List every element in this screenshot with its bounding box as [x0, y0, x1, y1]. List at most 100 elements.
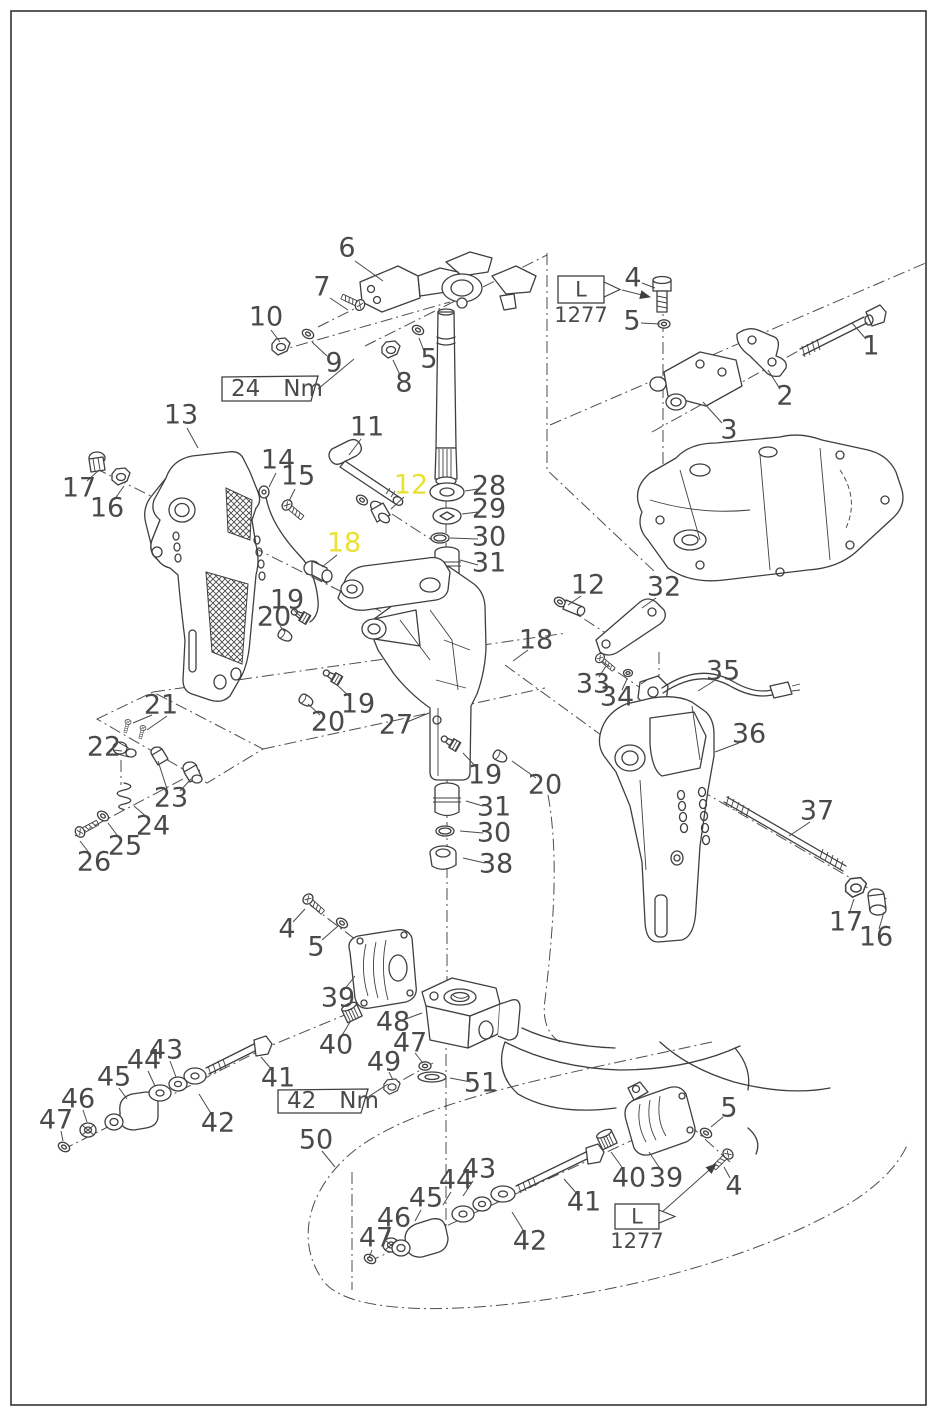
callout-leader	[465, 800, 484, 807]
callout-leader	[112, 749, 123, 752]
callout-leader	[462, 752, 478, 769]
callout-leader	[702, 401, 723, 424]
front-mount-axis	[56, 999, 363, 1155]
callout-leader	[851, 322, 867, 340]
callout-leader	[511, 1211, 526, 1234]
part-callout: 18	[327, 528, 361, 559]
part-callout: 23	[154, 783, 188, 814]
screw-4-rear	[709, 1146, 736, 1173]
callout-leader	[598, 665, 607, 678]
screw-4-front	[300, 891, 328, 918]
part-callout: 27	[379, 710, 413, 741]
callout-leader	[179, 778, 192, 792]
torque-callout: 24 Nm	[221, 358, 355, 402]
callout-leader	[641, 597, 657, 609]
callout-leader	[459, 559, 479, 566]
part-callout: 25	[108, 831, 142, 862]
callout-leader	[511, 760, 537, 779]
callout-leader	[640, 322, 661, 325]
nut-49	[383, 1078, 401, 1095]
part-callout: 40	[319, 1030, 353, 1061]
callout-leader	[788, 821, 811, 837]
part-callout: 21	[144, 690, 178, 721]
callout-leader	[118, 1087, 128, 1100]
part-callout: 39	[321, 983, 355, 1014]
mount-housing-rear	[624, 1081, 696, 1156]
part-callout: 51	[464, 1068, 498, 1099]
torque-callout: 42 Nm	[277, 1083, 389, 1114]
part-callout: 47	[39, 1105, 73, 1136]
callout-leader	[878, 911, 885, 930]
part-callout: 4	[624, 263, 641, 294]
callout-leader	[402, 1012, 423, 1021]
callout-leader	[270, 329, 281, 343]
torque-labels: 24 Nm 42 Nm	[221, 358, 389, 1114]
page-border	[10, 10, 927, 1406]
callout-leader	[767, 369, 781, 390]
washer-5-front	[334, 915, 350, 931]
part-callout: 19	[341, 689, 375, 720]
part-callout: 22	[87, 732, 121, 763]
part-callout: 19	[468, 760, 502, 791]
part-callout: 28	[472, 471, 506, 502]
callout-leader	[449, 1077, 472, 1083]
part-callout: 24	[136, 811, 170, 842]
callout-leader	[321, 925, 339, 941]
callout-leader	[462, 1180, 474, 1197]
callout-leader	[260, 1056, 273, 1071]
part-callout: 38	[479, 849, 513, 880]
callout-leader	[336, 684, 351, 698]
callout-leader	[79, 840, 91, 855]
part-callout: 47	[359, 1223, 393, 1254]
washer-5-rear	[698, 1125, 714, 1141]
mount-housing-front	[348, 929, 417, 1009]
callout-leader	[442, 1191, 452, 1206]
callout-leader	[388, 1071, 394, 1081]
callout-leader	[157, 760, 168, 790]
steering-arm-assembly	[359, 251, 537, 313]
pin-12-right	[552, 594, 586, 617]
callout-leader	[107, 822, 121, 840]
part-callout: 46	[377, 1203, 411, 1234]
part-callout: 4	[278, 914, 295, 945]
part-callout: 5	[720, 1093, 737, 1124]
part-callout: 5	[623, 306, 640, 337]
clip-wire	[747, 1127, 759, 1155]
part-callout: 1	[862, 331, 879, 362]
tilt-lever-11	[328, 438, 404, 506]
callout-leader	[343, 975, 356, 991]
part-callout: 46	[61, 1084, 95, 1115]
adhesive-code: 1277	[610, 1229, 663, 1253]
part-callout: 32	[647, 572, 681, 603]
part-callout: 42	[201, 1108, 235, 1139]
part-callout: 20	[257, 602, 291, 633]
part-callout: 40	[612, 1163, 646, 1194]
callout-leader	[648, 1151, 662, 1171]
part-callout: 18	[519, 625, 553, 656]
part-callout: 35	[706, 656, 740, 687]
callout-leader	[169, 1060, 177, 1078]
part-callout: 16	[859, 922, 893, 953]
part-callout: 11	[350, 412, 384, 443]
part-callout: 45	[97, 1062, 131, 1093]
engine-mount-casting	[636, 434, 904, 582]
part-callout: 20	[311, 707, 345, 738]
callout-leader	[368, 1249, 373, 1259]
part-callout: 12	[394, 470, 428, 501]
part-callout: 45	[409, 1183, 443, 1214]
callout-leader	[198, 1093, 213, 1116]
tilt-tube-rod-37	[723, 795, 887, 916]
part-callout: 31	[477, 792, 511, 823]
part-callout: 12	[571, 570, 605, 601]
part-callout: 6	[338, 233, 355, 264]
callout-leader	[82, 1109, 88, 1123]
callout-leader	[641, 282, 656, 289]
anode-link-2	[736, 328, 787, 378]
washer-51	[417, 1071, 447, 1083]
callout-leader	[340, 1021, 351, 1038]
rear-mount-axis	[362, 1126, 618, 1267]
part-callout: 41	[567, 1187, 601, 1218]
